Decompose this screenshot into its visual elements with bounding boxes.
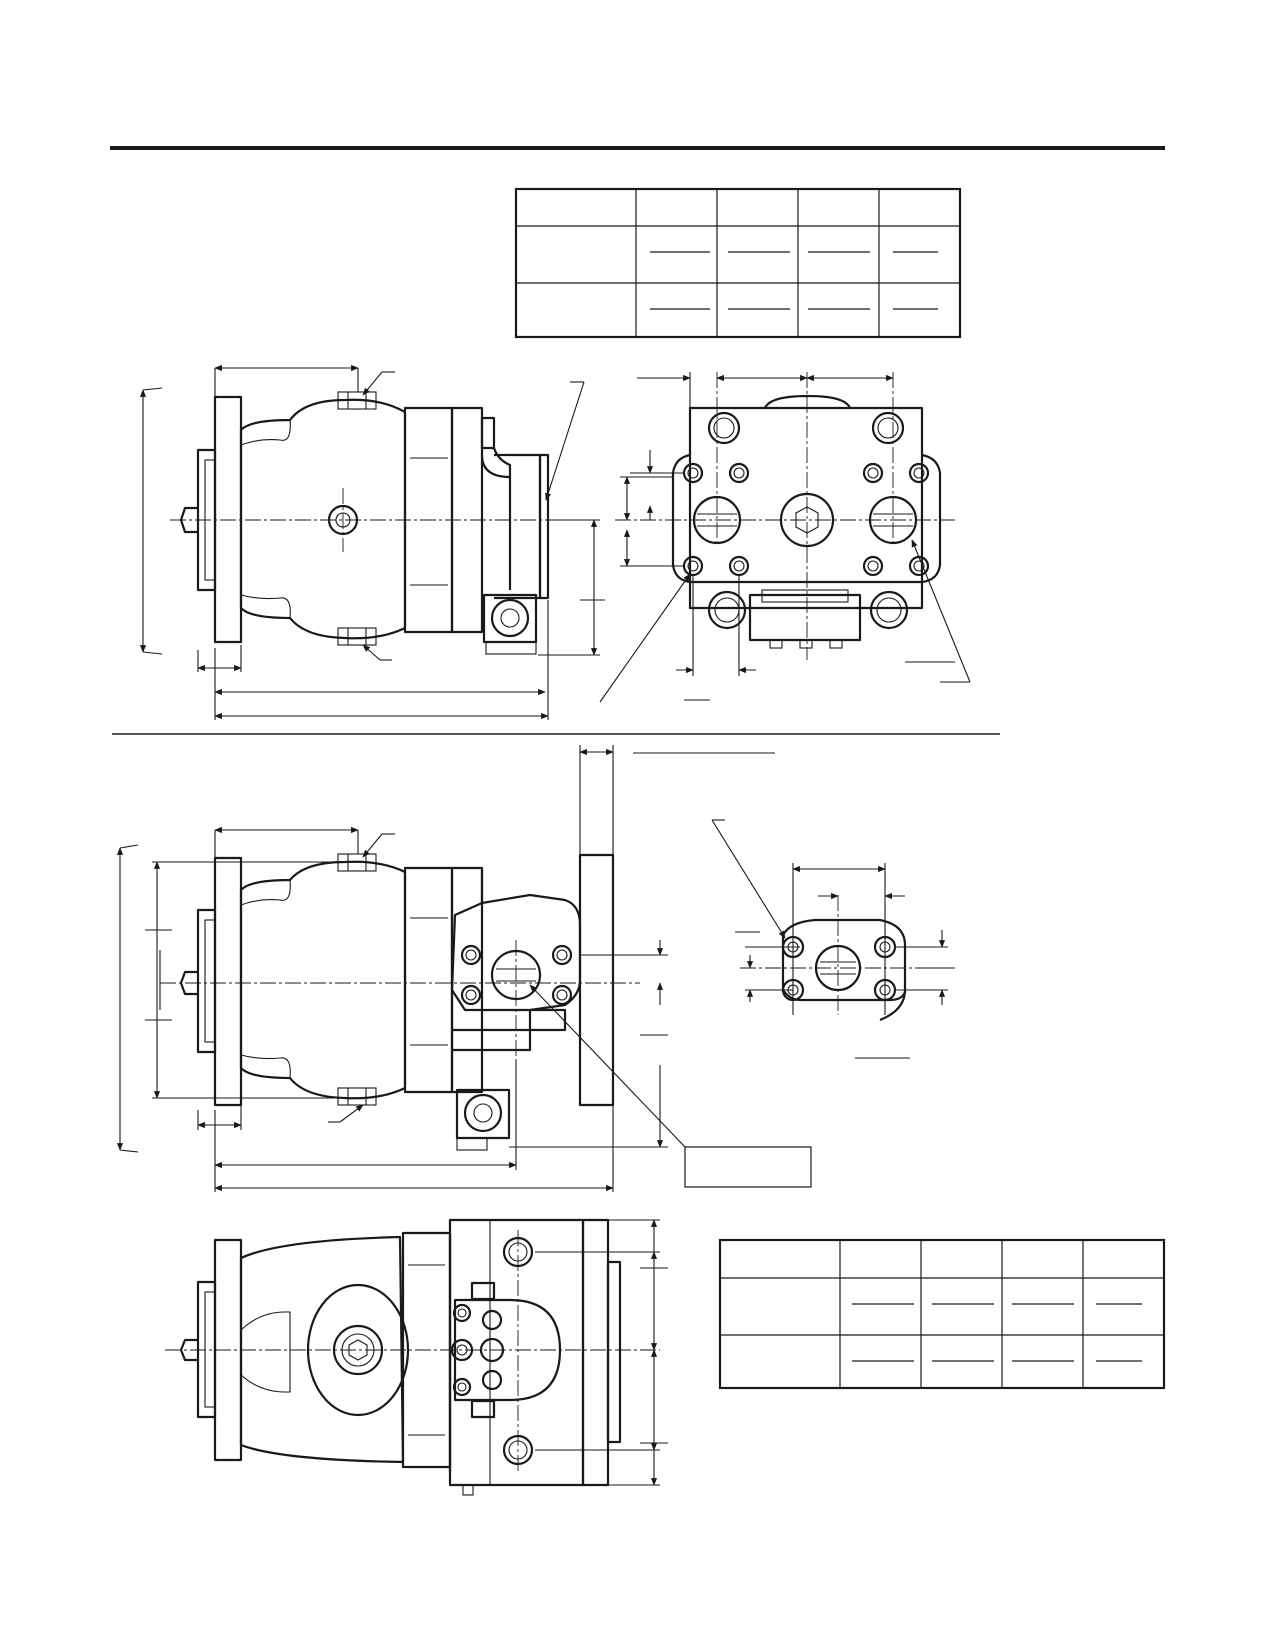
port-flange-detail [711, 819, 955, 1059]
table-top [514, 187, 962, 339]
callout-box [684, 1146, 812, 1188]
table-bottom [718, 1238, 1166, 1390]
top-view-lower [165, 1218, 668, 1496]
end-view-upper [599, 372, 971, 703]
side-view-middle [116, 745, 812, 1192]
side-view-upper [139, 364, 605, 720]
